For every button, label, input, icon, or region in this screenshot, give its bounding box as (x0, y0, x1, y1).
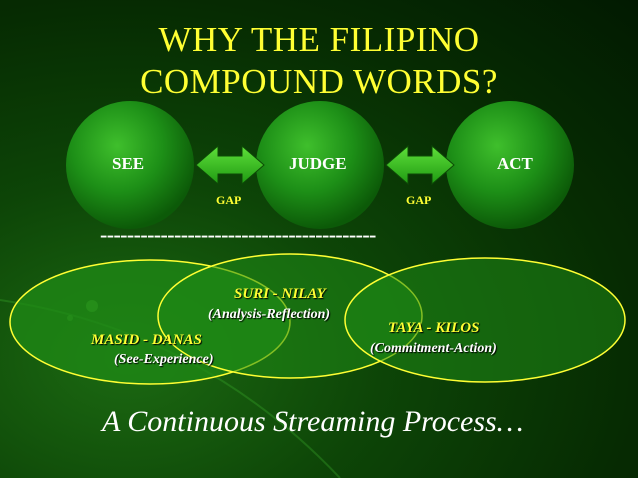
see-label: SEE (112, 154, 145, 173)
commitment-action-label: (Commitment-Action) (370, 341, 497, 356)
gap-arrow-left (195, 144, 265, 186)
gap-arrow-right (385, 144, 455, 186)
analysis-reflection-label: (Analysis-Reflection) (208, 307, 331, 322)
act-circle (446, 101, 574, 229)
gap-label-right: GAP (406, 193, 432, 207)
title-line-1: WHY THE FILIPINO (158, 20, 480, 59)
taya-kilos-label: TAYA - KILOS (388, 320, 480, 336)
suri-nilay-label: SURI - NILAY (234, 286, 326, 302)
title-line-2: COMPOUND WORDS? (140, 62, 498, 101)
tagline: A Continuous Streaming Process… (102, 405, 524, 438)
act-label: ACT (497, 154, 533, 173)
divider-line: ----------------------------------------… (100, 222, 376, 247)
see-experience-label: (See-Experience) (114, 352, 214, 367)
judge-label: JUDGE (289, 154, 347, 173)
venn-ellipse-taya (344, 257, 626, 383)
masid-danas-label: MASID - DANAS (91, 332, 202, 348)
gap-label-left: GAP (216, 193, 242, 207)
judge-circle (256, 101, 384, 229)
see-circle (66, 101, 194, 229)
